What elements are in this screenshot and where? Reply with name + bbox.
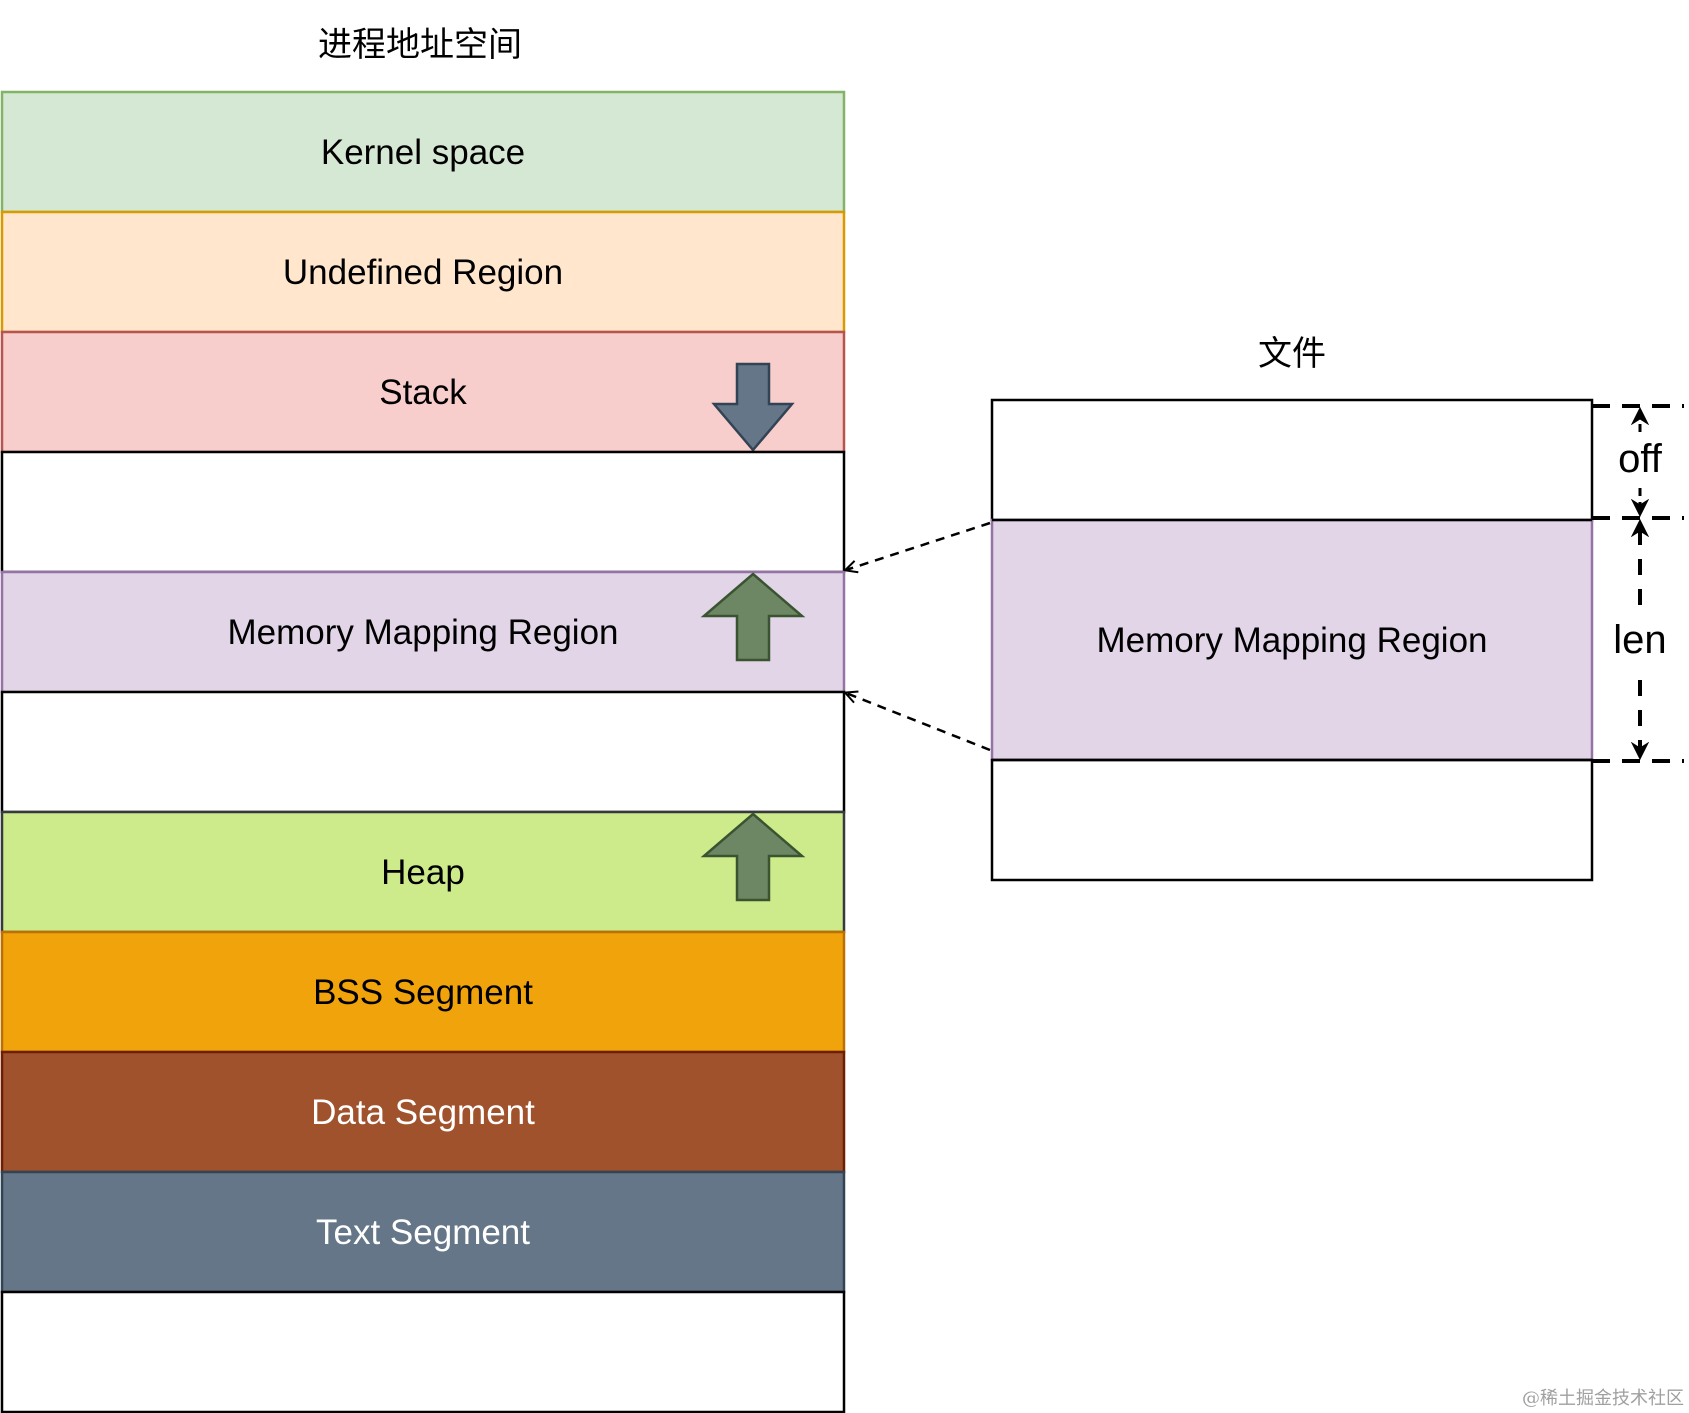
segment-label: Text Segment xyxy=(316,1213,530,1252)
segment-box xyxy=(0,450,846,574)
segment-box xyxy=(0,1290,846,1413)
process-address-space-title: 进程地址空间 xyxy=(318,25,522,65)
segment-label: Stack xyxy=(379,373,467,412)
len-label: len xyxy=(1613,618,1666,662)
segment-memory-mapping-region: Memory Mapping Region xyxy=(0,570,846,694)
segment-kernel-space: Kernel space xyxy=(0,90,846,214)
watermark: @稀土掘金技术社区 xyxy=(1522,1388,1684,1409)
file-region-unmapped-0 xyxy=(990,398,1594,522)
segment-box xyxy=(0,810,846,934)
segment-data-segment: Data Segment xyxy=(0,1050,846,1174)
segment-box xyxy=(0,90,846,214)
segment-text-segment: Text Segment xyxy=(0,1170,846,1294)
mapping-connector-bottom xyxy=(846,693,991,752)
segment-unused-10 xyxy=(0,1290,846,1413)
segment-label: Undefined Region xyxy=(283,253,563,292)
grow-down-arrow-icon xyxy=(711,362,795,452)
segment-label: Heap xyxy=(381,853,465,892)
segment-box xyxy=(0,570,846,694)
segment-unused-5 xyxy=(0,690,846,814)
segment-box xyxy=(0,1050,846,1174)
file-region-memory-mapping-region: Memory Mapping Region xyxy=(990,518,1594,762)
file-region-box xyxy=(990,398,1594,522)
segment-box xyxy=(0,330,846,454)
segment-unused-3 xyxy=(0,450,846,574)
segment-label: Data Segment xyxy=(311,1093,535,1132)
segment-label: Memory Mapping Region xyxy=(227,613,618,652)
grow-up-arrow-icon xyxy=(700,812,806,902)
segment-box xyxy=(0,210,846,334)
segment-label: BSS Segment xyxy=(313,973,533,1012)
file-title: 文件 xyxy=(1258,334,1326,374)
file-column: Memory Mapping Region xyxy=(990,398,1594,882)
grow-up-arrow-icon xyxy=(700,572,806,662)
file-region-unmapped-2 xyxy=(990,758,1594,882)
segment-box xyxy=(0,1170,846,1294)
segment-bss-segment: BSS Segment xyxy=(0,930,846,1054)
off-label: off xyxy=(1618,437,1663,481)
file-region-label: Memory Mapping Region xyxy=(1096,621,1487,660)
segment-stack: Stack xyxy=(0,330,846,454)
file-region-box xyxy=(990,518,1594,762)
mapping-connector-top xyxy=(846,521,991,570)
segment-heap: Heap xyxy=(0,810,846,934)
file-region-box xyxy=(990,758,1594,882)
segment-box xyxy=(0,690,846,814)
segment-box xyxy=(0,930,846,1054)
segment-undefined-region: Undefined Region xyxy=(0,210,846,334)
segment-label: Kernel space xyxy=(321,133,525,172)
